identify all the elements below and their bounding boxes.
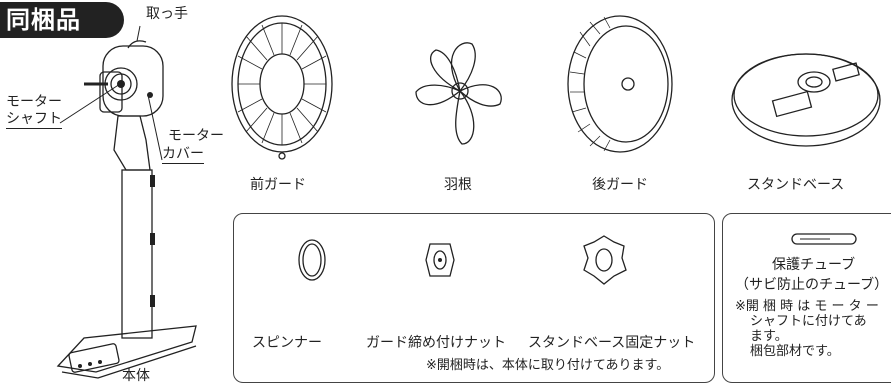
small-parts-box — [233, 213, 715, 383]
protective-tube-note-line4: 梱包部材です。 — [750, 344, 840, 359]
section-badge: 同梱品 — [0, 2, 124, 38]
motor-cover-label-line1: モーター — [168, 128, 224, 144]
guard-nut-caption: ガード締め付けナット — [366, 335, 506, 351]
protective-tube-note-line3: ます。 — [750, 329, 788, 344]
box1-note: ※開梱時は、本体に取り付けてあります。 — [426, 358, 670, 373]
protective-tube-note-line2: シャフトに付けてあ — [750, 314, 867, 329]
protective-tube-illustration — [791, 233, 857, 245]
front-guard-illustration — [231, 15, 333, 160]
rear-guard-caption: 後ガード — [592, 177, 648, 193]
rear-guard-illustration — [567, 15, 673, 153]
spinner-caption: スピンナー — [252, 335, 322, 351]
front-guard-caption: 前ガード — [250, 177, 306, 193]
body-label: 本体 — [122, 368, 150, 384]
base-nut-illustration — [583, 235, 627, 285]
stand-base-illustration — [731, 53, 881, 147]
blade-caption: 羽根 — [444, 177, 472, 193]
spinner-illustration — [298, 239, 326, 281]
protective-tube-title: 保護チューブ — [772, 257, 856, 273]
protective-tube-note-line1: ※開 梱 時 は モ ー タ ー — [735, 299, 879, 314]
motor-cover-label-line2: カバー — [162, 146, 204, 164]
fan-body-illustration — [56, 25, 197, 379]
motor-shaft-label-line1: モーター — [6, 94, 62, 110]
guard-nut-illustration — [425, 243, 455, 277]
handle-label: 取っ手 — [146, 6, 188, 22]
base-nut-caption: スタンドベース固定ナット — [528, 335, 696, 351]
stand-base-caption: スタンドベース — [747, 177, 845, 193]
motor-shaft-label-line2: シャフト — [6, 111, 62, 129]
protective-tube-box — [722, 213, 891, 383]
protective-tube-subtitle: （サビ防止のチューブ） — [735, 277, 889, 293]
blade-illustration — [415, 42, 502, 145]
